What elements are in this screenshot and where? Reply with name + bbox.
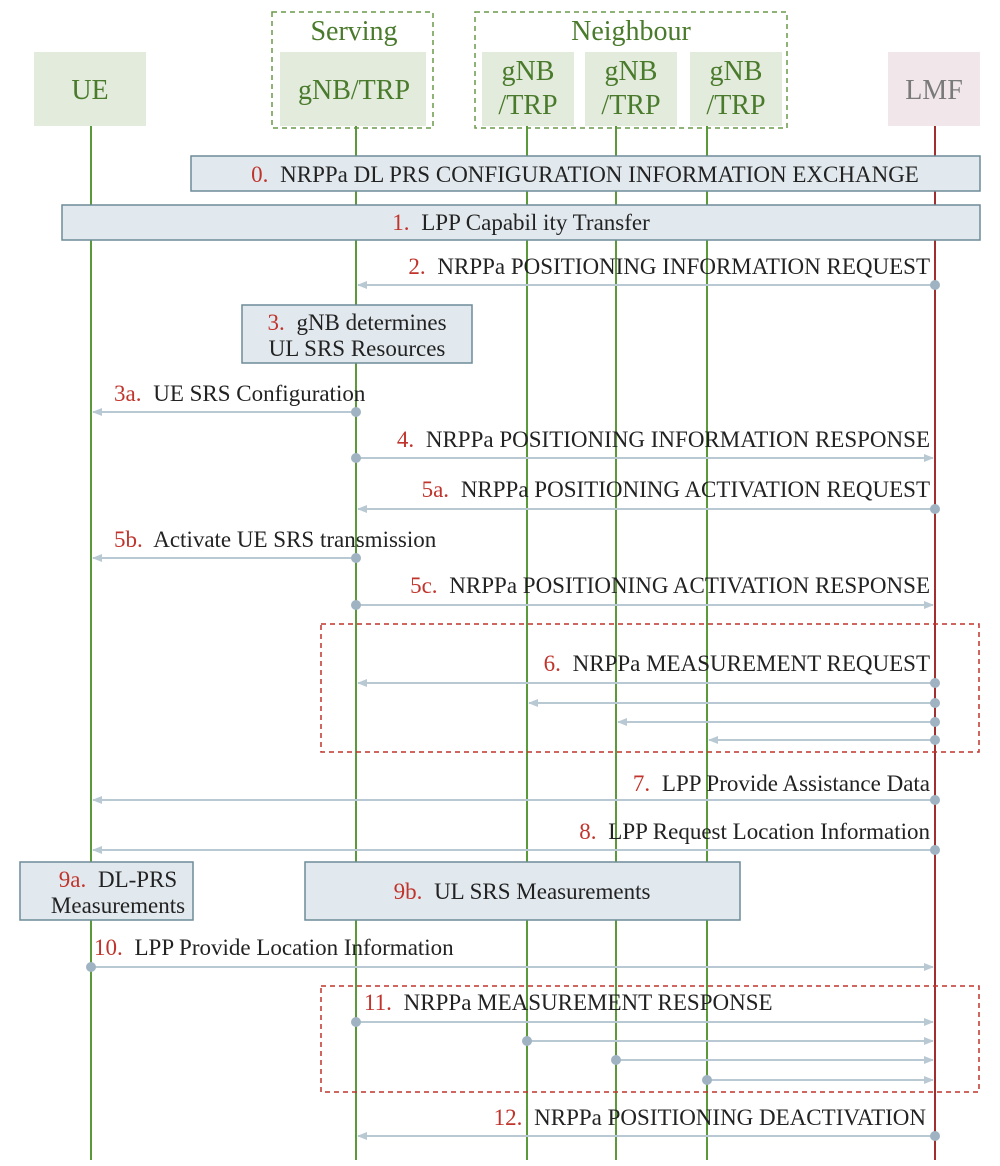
step-11-origin-dot [702, 1075, 712, 1085]
step-3a-origin-dot [351, 407, 361, 417]
step-5c-origin-dot [351, 600, 361, 610]
step-6-origin-dot [930, 698, 940, 708]
step-7-num: 7. [633, 771, 650, 796]
actor-ue-box [34, 52, 146, 126]
actor-ue-label: UE [71, 75, 108, 106]
actor-neighbour1-label-line1: gNB [502, 56, 555, 87]
step-9a-text: DL-PRS [98, 867, 177, 892]
step-0-text: NRPPa DL PRS CONFIGURATION INFORMATION E… [280, 162, 919, 187]
step-5b-label: 5b. Activate UE SRS transmission [114, 527, 437, 552]
step-2-origin-dot [930, 280, 940, 290]
neighbour-group-box [474, 11, 788, 129]
step-9b-num: 9b. [394, 879, 423, 904]
step-2-num: 2. [408, 254, 425, 279]
step-11-origin-dot [351, 1017, 361, 1027]
step-8-num: 8. [579, 819, 596, 844]
actor-neighbour1-label-line2: /TRP [498, 90, 557, 121]
step-0-box [190, 155, 981, 192]
actor-neighbour3-label-line1: gNB [710, 56, 763, 87]
step-6-origin-dot [930, 717, 940, 727]
step-2-label: 2. NRPPa POSITIONING INFORMATION REQUEST [408, 254, 930, 279]
step-0-num: 0. [251, 162, 268, 187]
actor-neighbour2-box [585, 52, 677, 126]
step-3-label-line1: 3. gNB determines [267, 310, 446, 335]
step-5c-label: 5c. NRPPa POSITIONING ACTIVATION RESPONS… [410, 573, 930, 598]
step-3-text: gNB determines [296, 310, 446, 335]
step-4-num: 4. [397, 427, 414, 452]
step-3a-text: UE SRS Configuration [153, 381, 366, 406]
step-11-group-box [320, 985, 980, 1093]
step-5a-text: NRPPa POSITIONING ACTIVATION REQUEST [461, 477, 930, 502]
step-4-origin-dot [351, 453, 361, 463]
step-9b-text: UL SRS Measurements [434, 879, 650, 904]
step-8-origin-dot [930, 845, 940, 855]
step-5c-text: NRPPa POSITIONING ACTIVATION RESPONSE [449, 573, 930, 598]
step-4-text: NRPPa POSITIONING INFORMATION RESPONSE [426, 427, 930, 452]
step-12-text: NRPPa POSITIONING DEACTIVATION [534, 1105, 926, 1130]
step-6-text: NRPPa MEASUREMENT REQUEST [573, 651, 930, 676]
step-3-label-line2: UL SRS Resources [269, 336, 446, 361]
step-6-label: 6. NRPPa MEASUREMENT REQUEST [544, 651, 930, 676]
actor-neighbour3-box [690, 52, 782, 126]
actor-neighbour1-box [482, 52, 574, 126]
step-1-num: 1. [392, 210, 409, 235]
step-10-origin-dot [86, 962, 96, 972]
step-3-box [241, 304, 473, 364]
step-9a-label-line1: 9a. DL-PRS [59, 867, 177, 892]
step-10-label: 10. LPP Provide Location Information [94, 935, 454, 960]
step-5b-text: Activate UE SRS transmission [153, 527, 437, 552]
step-11-label: 11. NRPPa MEASUREMENT RESPONSE [364, 990, 773, 1015]
serving-group-label: Serving [310, 16, 397, 47]
step-12-label: 12. NRPPa POSITIONING DEACTIVATION [494, 1105, 927, 1130]
actor-neighbour3-label-line2: /TRP [706, 90, 765, 121]
neighbour-group-label: Neighbour [571, 16, 691, 47]
actor-neighbour2-label-line1: gNB [605, 56, 658, 87]
step-12-num: 12. [494, 1105, 523, 1130]
step-6-origin-dot [930, 735, 940, 745]
step-11-origin-dot [522, 1036, 532, 1046]
step-5a-label: 5a. NRPPa POSITIONING ACTIVATION REQUEST [422, 477, 930, 502]
step-0-label: 0. NRPPa DL PRS CONFIGURATION INFORMATIO… [251, 162, 919, 187]
actor-serving-label: gNB/TRP [298, 75, 410, 106]
actor-neighbour2-label-line2: /TRP [601, 90, 660, 121]
step-7-label: 7. LPP Provide Assistance Data [633, 771, 930, 796]
step-7-text: LPP Provide Assistance Data [662, 771, 930, 796]
step-4-label: 4. NRPPa POSITIONING INFORMATION RESPONS… [397, 427, 930, 452]
step-6-group-box [320, 623, 980, 753]
actor-serving-box [280, 52, 426, 126]
step-2-text: NRPPa POSITIONING INFORMATION REQUEST [437, 254, 930, 279]
step-8-label: 8. LPP Request Location Information [579, 819, 930, 844]
step-5b-num: 5b. [114, 527, 143, 552]
step-9b-label: 9b. UL SRS Measurements [394, 879, 651, 904]
step-10-text: LPP Provide Location Information [135, 935, 455, 960]
step-3-num: 3. [267, 310, 284, 335]
step-6-origin-dot [930, 678, 940, 688]
step-9a-label-line2: Measurements [51, 893, 185, 918]
step-5a-num: 5a. [422, 477, 449, 502]
step-9a-box [19, 861, 194, 921]
step-11-num: 11. [364, 990, 392, 1015]
step-9b-box [304, 861, 741, 921]
step-12-origin-dot [930, 1131, 940, 1141]
step-3a-label: 3a. UE SRS Configuration [114, 381, 366, 406]
step-9a-num: 9a. [59, 867, 86, 892]
step-5a-origin-dot [930, 504, 940, 514]
step-3a-num: 3a. [114, 381, 141, 406]
step-11-text: NRPPa MEASUREMENT RESPONSE [404, 990, 773, 1015]
step-10-num: 10. [94, 935, 123, 960]
step-5b-origin-dot [351, 553, 361, 563]
actor-lmf-box [888, 52, 980, 126]
actor-lmf-label: LMF [905, 75, 963, 106]
step-8-text: LPP Request Location Information [608, 819, 930, 844]
step-7-origin-dot [930, 795, 940, 805]
serving-group-box [271, 11, 434, 129]
step-1-label: 1. LPP Capabil ity Transfer [392, 210, 650, 235]
step-6-num: 6. [544, 651, 561, 676]
step-11-origin-dot [611, 1055, 621, 1065]
step-5c-num: 5c. [410, 573, 437, 598]
step-1-box [61, 204, 981, 241]
step-1-text: LPP Capabil ity Transfer [421, 210, 650, 235]
